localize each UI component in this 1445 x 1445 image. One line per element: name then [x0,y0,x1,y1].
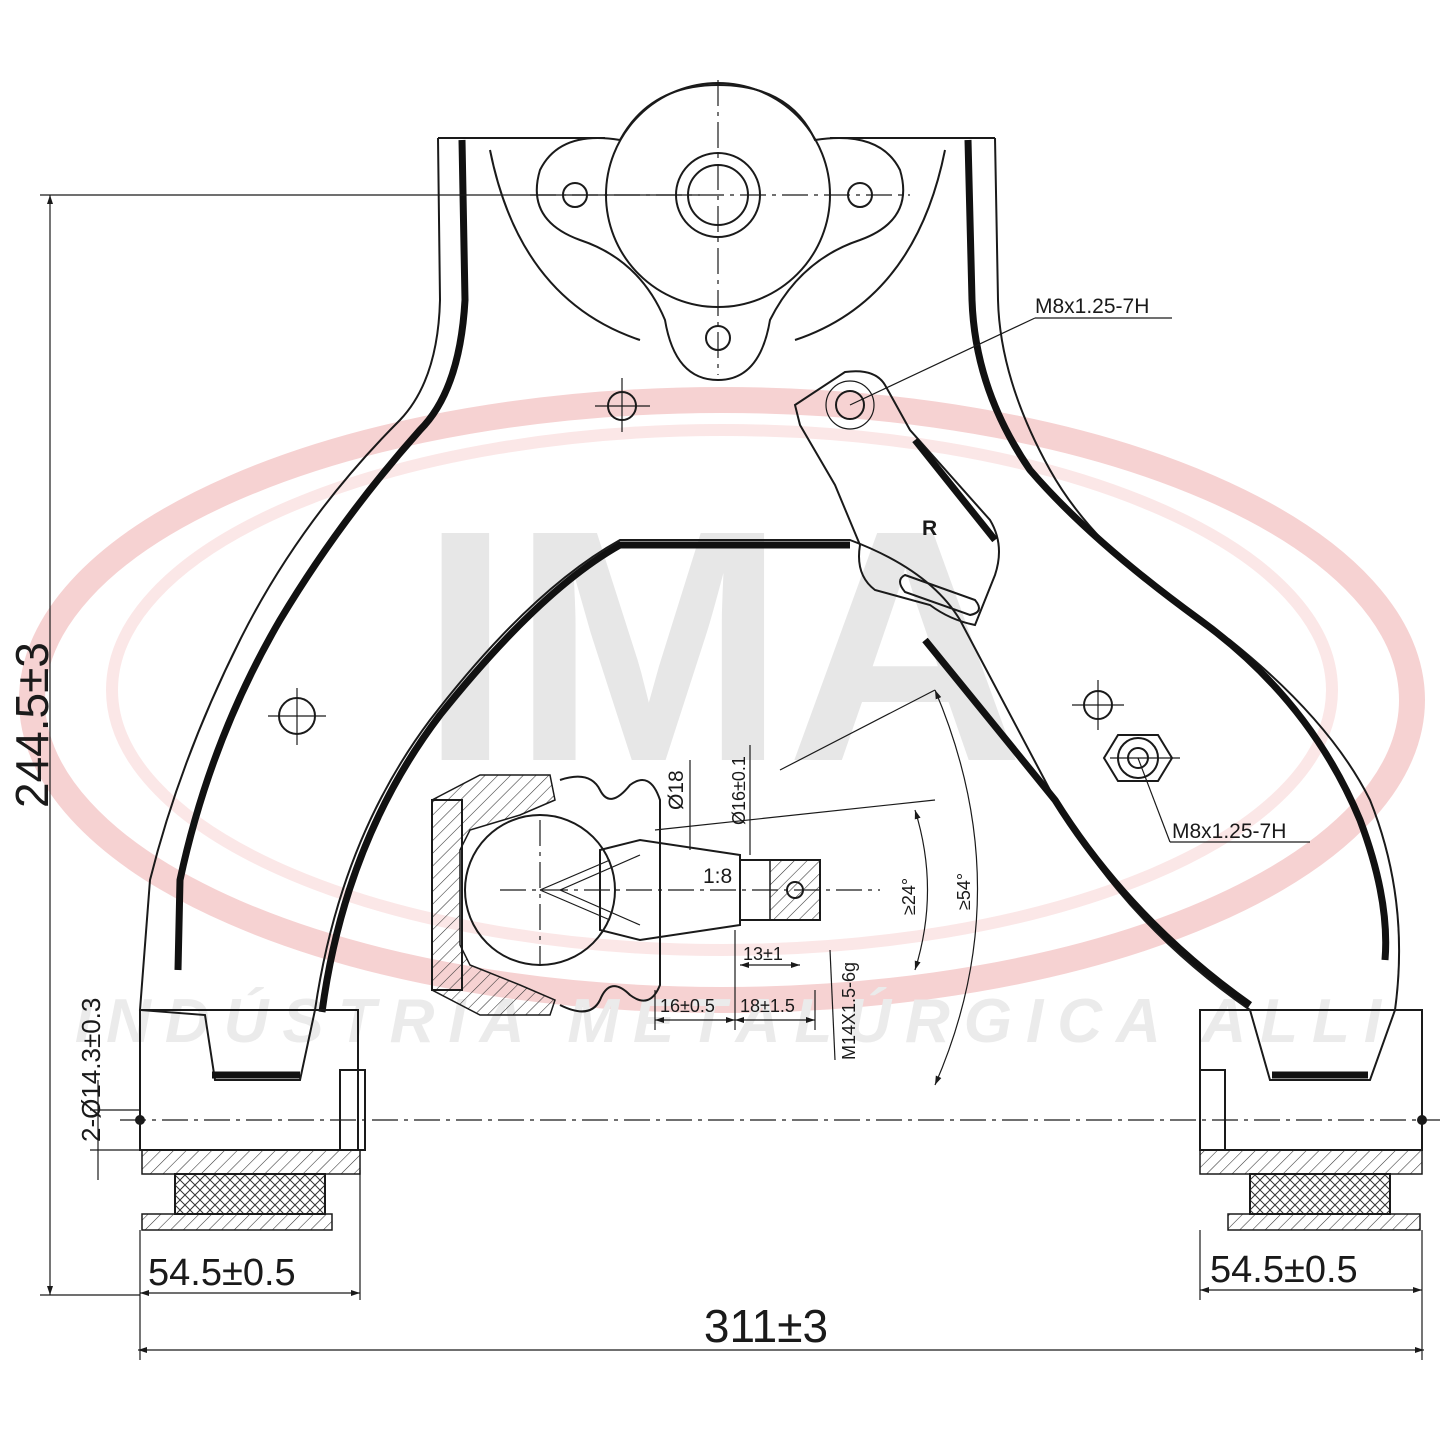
right-bushing [1199,1009,1427,1231]
dust-boot [559,775,661,1013]
arm-left-rib [174,139,469,971]
arm-holes [268,378,1180,782]
angle-inner-label: ≥24° [899,878,919,915]
flange-outline [535,83,905,382]
arm-inner-edge [318,541,850,1013]
right-bushing-rubber [1249,1173,1391,1215]
main-dimensions: 244.5±3 2-Ø14.3±0.3 54.5±0.5 54.5±0.5 31… [6,194,1424,1360]
flange-underside [489,149,946,341]
arm-inner-edge-right [922,637,1253,1008]
arm-body [138,137,1401,1081]
bracket-nut [835,390,865,420]
bushing-width-right-label: 54.5±0.5 [1210,1249,1358,1291]
bushing-bore-label: 2-Ø14.3±0.3 [76,998,106,1142]
taper-label: 1:8 [703,865,732,888]
bracket-mark: R [922,517,937,540]
ball-joint-section: 1:8 [431,774,880,1016]
ball-joint-flange [489,80,946,382]
watermark-brand: IMA [420,461,1025,830]
side-thread-label: M8x1.25-7H [1172,820,1286,843]
angle-outer-label: ≥54° [954,873,974,910]
boot-diameter-label: Ø18 [665,770,688,810]
stud-diameter-label: Ø16±0.1 [729,756,749,825]
length-a-label: 16±0.5 [660,996,715,1016]
ball-joint-dims: Ø18 Ø16±0.1 ≥24° ≥54° 13±1 16±0.5 18±1.5… [654,689,979,1086]
watermark-swoosh-inner [106,424,1338,956]
left-bushing-sleeve [141,1149,361,1175]
arm-right-rib [964,139,1390,961]
bracket-slot [899,573,980,617]
overall-width-label: 311±3 [704,1300,828,1352]
watermark-swoosh-outer [19,387,1425,1013]
left-bushing [135,1009,366,1231]
thread-callouts: M8x1.25-7H M8x1.25-7H [849,295,1310,843]
angle-arc-outer [934,689,979,1086]
ball-joint-thread-label: M14X1.5-6g [839,962,859,1060]
bracket: R [793,370,1000,627]
angle-arc-inner [914,809,929,971]
overall-height-label: 244.5±3 [6,642,58,808]
left-bushing-rubber [174,1173,326,1215]
length-b-label: 18±1.5 [740,996,795,1016]
upper-thread-label: M8x1.25-7H [1035,295,1149,318]
right-bushing-sleeve [1199,1149,1423,1175]
thread-length-label: 13±1 [743,944,783,964]
bracket-outline [793,370,1000,627]
stud-taper [599,838,741,942]
bushing-width-left-label: 54.5±0.5 [148,1252,296,1294]
watermark: IMA INDÚSTRIA METALÚRGICA ALLI [19,387,1425,1056]
